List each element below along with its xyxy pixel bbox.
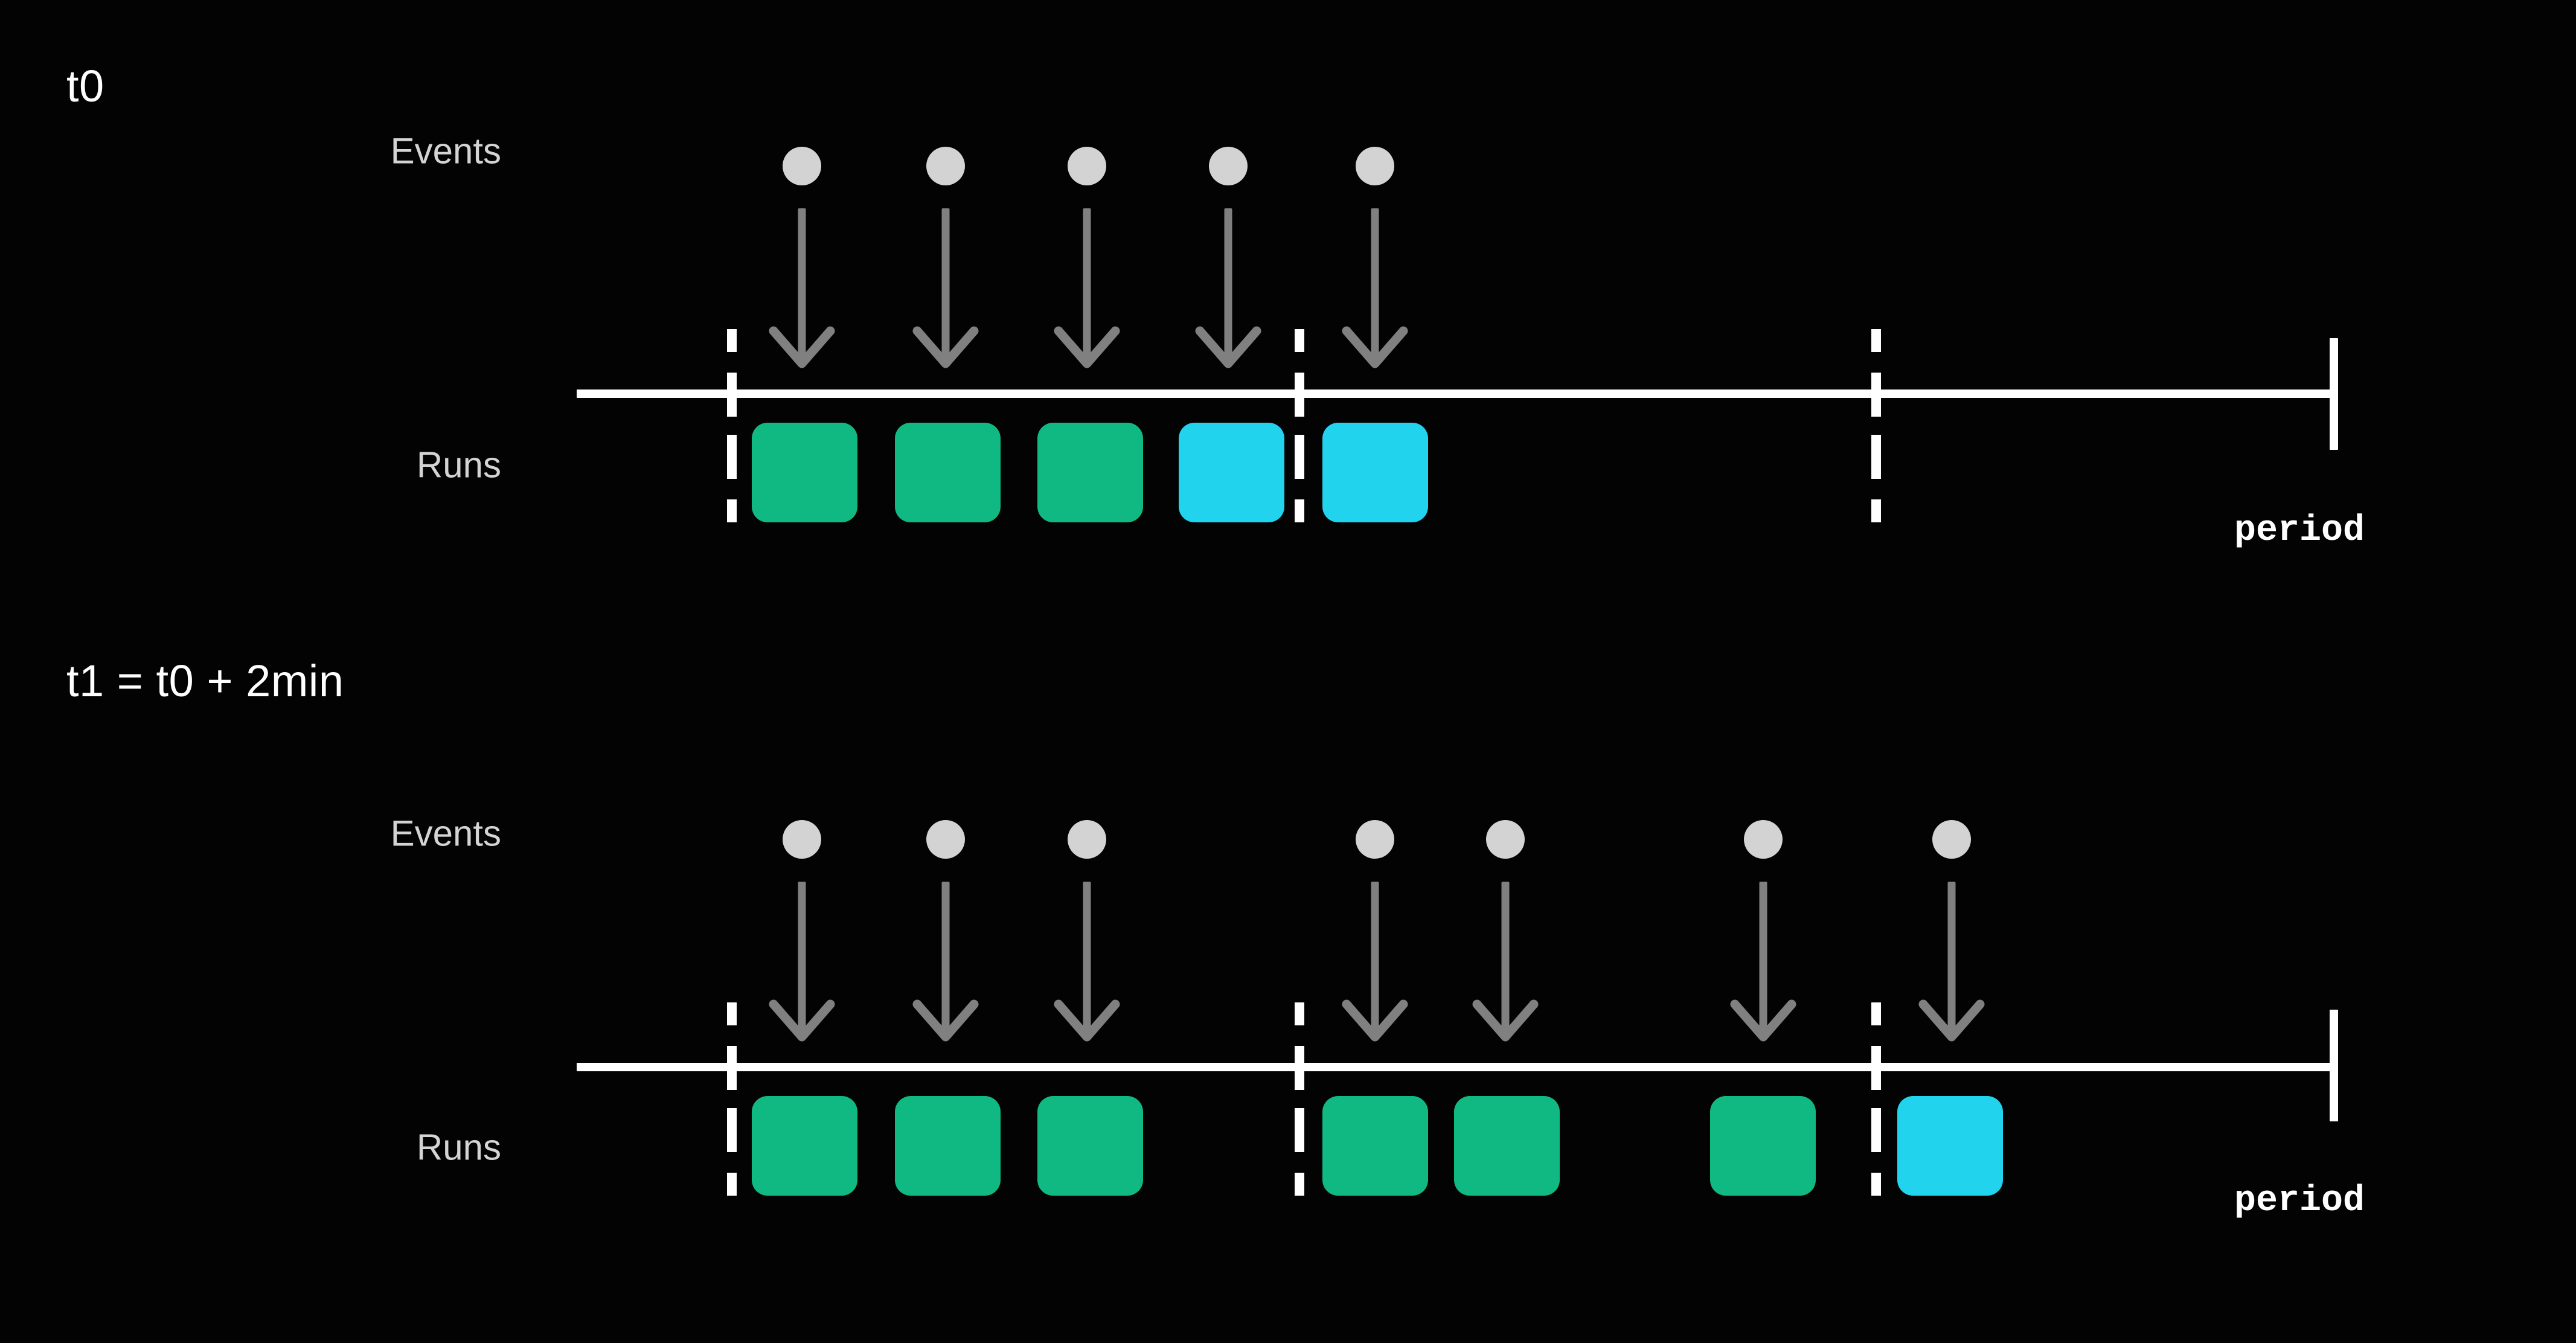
run-box [1037,423,1143,522]
run-box [752,1096,857,1196]
event-arrow [1342,882,1408,1057]
event-dot [1068,820,1106,859]
boundary-dash-upper-t0-3 [1871,329,1881,522]
event-dot [1068,147,1106,185]
event-dot [783,820,821,859]
phase-label-t1: t1 = t0 + 2min [66,656,344,706]
boundary-dash-upper-t0-2 [1295,329,1304,522]
boundary-dash-segment [1871,435,1881,479]
boundary-marker-t1-1 [727,1002,737,1196]
boundary-dash-segment [727,329,737,352]
boundary-dash-segment [1871,1002,1881,1025]
arrow-head-icon [1342,999,1408,1042]
boundary-dash-segment [1295,499,1304,522]
run-box [895,423,1001,522]
run-box [1897,1096,2003,1196]
event-dot [1932,820,1971,859]
timeline-end-tick-t1 [2330,1010,2338,1121]
arrow-head-icon [1342,326,1408,368]
events-row-label-t1: Events [390,813,501,854]
boundary-dash-segment [1295,329,1304,352]
event-dot [1356,147,1394,185]
arrow-head-icon [912,326,979,368]
boundary-dash-segment [1871,373,1881,417]
arrow-head-icon [769,326,835,368]
boundary-dash-segment [727,499,737,522]
event-dot [1486,820,1525,859]
timeline-end-tick-t0 [2330,338,2338,450]
boundary-dash-segment [727,1173,737,1196]
boundary-marker-t1-2 [1295,1002,1304,1196]
runs-row-label-t1: Runs [416,1127,501,1168]
boundary-dash-segment [727,1046,737,1090]
event-dot [1209,147,1248,185]
run-box [1037,1096,1143,1196]
event-dot [1744,820,1783,859]
event-arrow [1054,208,1120,383]
arrow-head-icon [1918,999,1985,1042]
timeline-axis-t0 [577,389,2334,398]
event-arrow [1342,208,1408,383]
boundary-dash-segment [1295,1046,1304,1090]
event-arrow [1730,882,1796,1057]
arrow-head-icon [1472,999,1539,1042]
boundary-dash-segment [727,373,737,417]
phase-label-t0: t0 [66,61,104,111]
boundary-dash-segment [1871,1046,1881,1090]
boundary-dash-segment [1295,1108,1304,1152]
event-dot [926,820,965,859]
event-dot [1356,820,1394,859]
boundary-dash-segment [1295,1173,1304,1196]
boundary-dash-segment [1295,373,1304,417]
arrow-head-icon [1730,999,1796,1042]
arrow-head-icon [1054,326,1120,368]
boundary-marker-t1-3 [1871,1002,1881,1196]
boundary-dash-segment [1295,435,1304,479]
event-arrow [1054,882,1120,1057]
run-box [1179,423,1284,522]
run-box [1322,423,1428,522]
boundary-dash-segment [727,1108,737,1152]
boundary-dash-segment [1295,1002,1304,1025]
boundary-dash-segment [1871,329,1881,352]
boundary-dash-segment [727,435,737,479]
run-box [752,423,857,522]
event-arrow [912,208,979,383]
run-box [1454,1096,1560,1196]
event-arrow [1918,882,1985,1057]
run-box [1710,1096,1816,1196]
run-box [1322,1096,1428,1196]
arrow-head-icon [769,999,835,1042]
event-arrow [769,882,835,1057]
event-dot [926,147,965,185]
arrow-head-icon [912,999,979,1042]
run-box [895,1096,1001,1196]
period-label-t0: period [2234,510,2365,551]
boundary-dash-segment [1871,1173,1881,1196]
event-arrow [1472,882,1539,1057]
arrow-head-icon [1195,326,1261,368]
boundary-dash-upper-t0-1 [727,329,737,522]
arrow-head-icon [1054,999,1120,1042]
event-dot [783,147,821,185]
period-label-t1: period [2234,1181,2365,1222]
boundary-dash-segment [1871,1108,1881,1152]
events-row-label-t0: Events [390,130,501,171]
boundary-dash-segment [1871,499,1881,522]
event-arrow [769,208,835,383]
runs-row-label-t0: Runs [416,444,501,486]
boundary-dash-segment [727,1002,737,1025]
timeline-axis-t1 [577,1063,2334,1071]
event-arrow [912,882,979,1057]
event-arrow [1195,208,1261,383]
